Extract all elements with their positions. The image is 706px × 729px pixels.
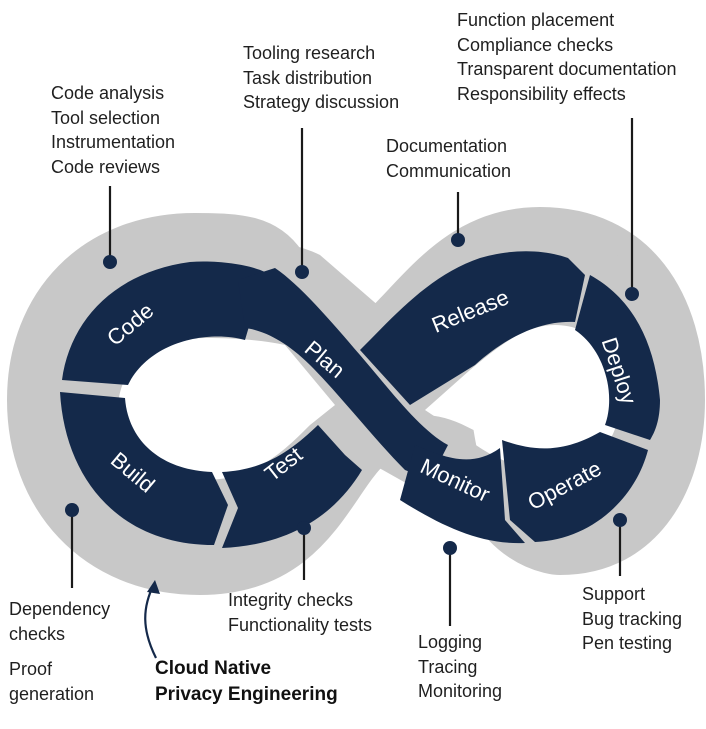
annotation-monitor-line: Tracing <box>418 656 478 677</box>
marker-dot-code <box>103 255 117 269</box>
segment-plan <box>238 268 448 480</box>
marker-dot-build <box>65 503 79 517</box>
segment-monitor <box>400 445 525 544</box>
annotation-code-line: Tool selection <box>51 107 161 128</box>
annotation-release: Documentation Communication <box>386 134 511 183</box>
annotation-build-extra-line: generation <box>9 683 95 704</box>
annotation-plan-line: Tooling research <box>243 43 376 63</box>
annotation-code: Code analysis Tool selection Instrumenta… <box>51 81 175 179</box>
annotation-code-line: Code reviews <box>51 156 161 177</box>
annotation-operate-line: Bug tracking <box>582 608 683 629</box>
diagram-title-line: Cloud Native <box>155 658 272 679</box>
annotation-release-line: Documentation <box>386 136 508 156</box>
marker-dot-plan <box>295 265 309 279</box>
annotation-build-line: Dependency <box>9 599 111 619</box>
arrow-head-icon <box>147 580 160 594</box>
diagram-title-line: Privacy Engineering <box>155 684 338 705</box>
annotation-operate-line: Pen testing <box>582 633 673 653</box>
annotation-build-line: checks <box>9 623 66 644</box>
marker-dot-monitor <box>443 541 457 555</box>
annotation-plan: Tooling research Task distribution Strat… <box>243 41 399 115</box>
curved-arrow-icon <box>144 583 157 659</box>
annotation-release-line: Communication <box>386 160 512 181</box>
annotation-monitor: Logging Tracing Monitoring <box>418 630 502 704</box>
marker-dot-release <box>451 233 465 247</box>
annotation-code-line: Instrumentation <box>51 132 176 152</box>
annotation-deploy-line: Transparent documentation <box>457 59 677 79</box>
annotation-deploy-line: Compliance checks <box>457 34 614 55</box>
annotation-monitor-line: Logging <box>418 632 483 652</box>
segment-deploy <box>575 275 660 440</box>
marker-dot-test <box>297 521 311 535</box>
annotation-test-line: Functionality tests <box>228 614 373 635</box>
annotation-code-line: Code analysis <box>51 83 165 103</box>
annotation-plan-line: Strategy discussion <box>243 92 400 112</box>
annotation-operate-line: Support <box>582 584 646 604</box>
annotation-build-extra-line: Proof <box>9 659 53 679</box>
segment-release <box>360 251 585 405</box>
annotation-deploy: Function placement Compliance checks Tra… <box>457 8 676 106</box>
annotation-deploy-line: Function placement <box>457 10 615 30</box>
marker-dot-operate <box>613 513 627 527</box>
annotation-build: Dependency checks <box>9 597 110 646</box>
marker-dot-deploy <box>625 287 639 301</box>
segment-code <box>62 261 265 385</box>
annotation-operate: Support Bug tracking Pen testing <box>582 582 682 656</box>
annotation-deploy-line: Responsibility effects <box>457 83 626 104</box>
annotation-plan-line: Task distribution <box>243 67 373 88</box>
segment-operate <box>502 432 648 542</box>
segment-build <box>60 392 228 545</box>
annotation-test-line: Integrity checks <box>228 590 354 610</box>
segment-test <box>222 425 362 548</box>
annotation-test: Integrity checks Functionality tests <box>228 588 372 637</box>
annotation-monitor-line: Monitoring <box>418 681 503 701</box>
annotation-build-extra: Proof generation <box>9 657 94 706</box>
diagram-title: Cloud Native Privacy Engineering <box>155 656 338 708</box>
